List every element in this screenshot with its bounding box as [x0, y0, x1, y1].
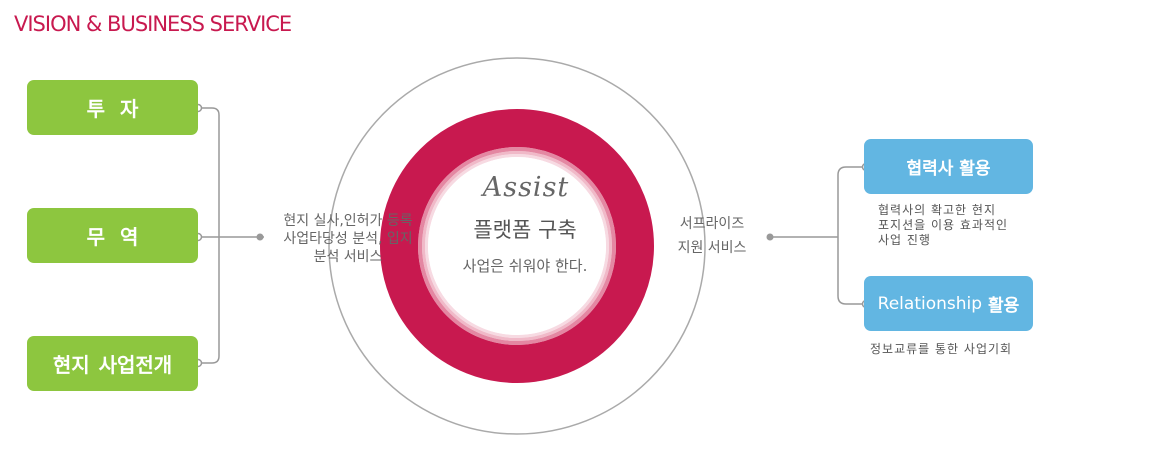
partner-label: 협력사 활용: [906, 159, 991, 179]
red-ring: [380, 109, 654, 383]
partner-desc: 협력사의 확고한 현지 포지션을 이용 효과적인 사업 진행: [878, 203, 1008, 248]
invest-box: 투 자: [27, 80, 198, 135]
relationship-label-bold: 활용: [988, 296, 1020, 316]
right-start-dot: [766, 233, 774, 241]
left-end-dot: [256, 233, 264, 241]
inner-white-circle: [428, 157, 606, 335]
local-business-box: 현지 사업전개: [27, 336, 198, 391]
relationship-desc: 정보교류를 통한 사업기회: [870, 342, 1012, 357]
slogan-text: 사업은 쉬워야 한다.: [462, 257, 588, 275]
right-service-text: 서프라이즈 지원 서비스: [668, 212, 756, 260]
left-text-line3: 분석 서비스: [313, 249, 383, 265]
partner-desc-line3: 사업 진행: [878, 233, 931, 247]
platform-text: 플랫폼 구축: [473, 218, 577, 242]
right-bracket-line: [837, 166, 866, 305]
assist-text: Assist: [482, 172, 570, 203]
right-text-line1: 서프라이즈: [679, 216, 745, 232]
relationship-label-thin: Relationship: [877, 293, 983, 314]
partner-desc-line1: 협력사의 확고한 현지: [878, 203, 996, 217]
trade-label: 무 역: [86, 225, 139, 249]
trade-box: 무 역: [27, 208, 198, 263]
local-business-label: 현지 사업전개: [52, 353, 173, 377]
outer-circle: [328, 57, 706, 435]
left-text-line2: 사업타당성 분석, 입지: [283, 231, 413, 247]
page-title: VISION & BUSINESS SERVICE: [14, 12, 292, 36]
left-service-text: 현지 실사,인허가 등록 사업타당성 분석, 입지 분석 서비스: [268, 212, 428, 266]
partner-desc-line2: 포지션을 이용 효과적인: [878, 218, 1009, 232]
relationship-desc-line1: 정보교류를 통한 사업기회: [870, 342, 1013, 356]
partner-box: 협력사 활용: [864, 139, 1033, 194]
left-text-line1: 현지 실사,인허가 등록: [283, 213, 413, 229]
right-text-line2: 지원 서비스: [677, 240, 747, 256]
left-bracket-line: [198, 107, 220, 364]
relationship-box: Relationship 활용: [864, 276, 1033, 331]
invest-label: 투 자: [86, 97, 139, 121]
